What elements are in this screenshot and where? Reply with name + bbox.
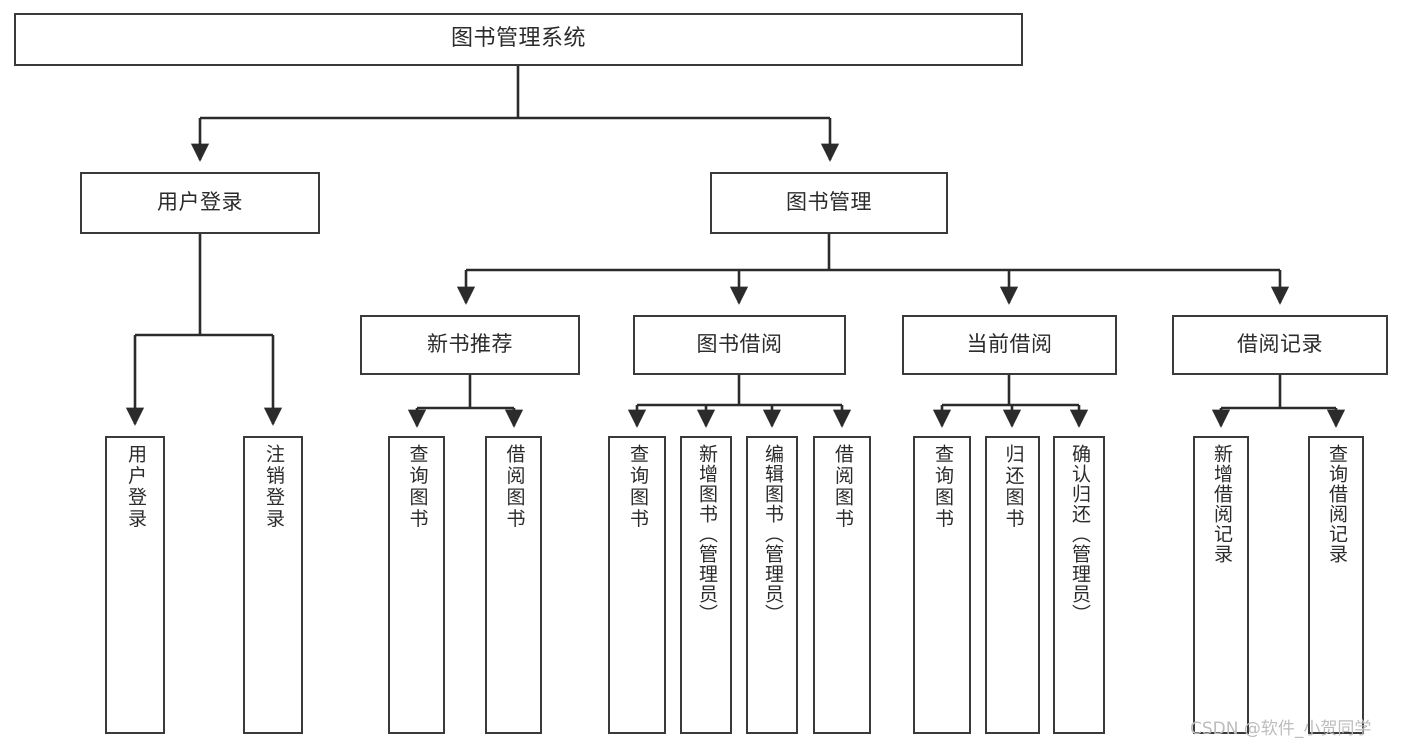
node-leaf-edit-book-admin[interactable]: 编辑图书（管理员） [746,436,798,734]
node-leaf-borrow-borrow-book[interactable]: 借阅图书 [813,436,871,734]
node-label: 归还图书 [1002,444,1025,530]
node-label: 借阅图书 [503,444,526,530]
node-label: 用户登录 [157,190,243,215]
node-label: 借阅图书 [831,444,854,530]
node-leaf-confirm-return-admin[interactable]: 确认归还（管理员） [1053,436,1105,734]
node-label: 查询借阅记录 [1325,444,1348,564]
node-label: 图书借阅 [696,332,783,357]
node-label: 注销登录 [262,444,285,530]
node-label: 当前借阅 [966,332,1053,357]
node-current-borrow[interactable]: 当前借阅 [902,315,1117,375]
node-root-system[interactable]: 图书管理系统 [14,13,1023,66]
node-label: 图书管理系统 [450,26,586,52]
node-label: 编辑图书（管理员） [761,444,784,624]
node-borrow-record[interactable]: 借阅记录 [1172,315,1388,375]
node-leaf-add-borrow-record[interactable]: 新增借阅记录 [1193,436,1249,734]
node-label: 查询图书 [406,444,429,530]
node-leaf-current-query-book[interactable]: 查询图书 [913,436,971,734]
node-leaf-return-book[interactable]: 归还图书 [985,436,1040,734]
node-leaf-recommend-borrow-book[interactable]: 借阅图书 [485,436,542,734]
node-leaf-query-borrow-record[interactable]: 查询借阅记录 [1308,436,1364,734]
node-label: 图书管理 [786,190,872,215]
node-leaf-user-login[interactable]: 用户登录 [105,436,165,734]
node-label: 查询图书 [626,444,649,530]
node-label: 新增借阅记录 [1210,444,1233,564]
node-user-login[interactable]: 用户登录 [80,172,320,234]
node-label: 新书推荐 [427,332,513,357]
node-label: 用户登录 [124,444,147,530]
node-label: 新增图书（管理员） [695,444,718,624]
node-new-book-recommend[interactable]: 新书推荐 [360,315,580,375]
csdn-watermark: CSDN @软件_小贺同学 [1190,719,1372,739]
node-label: 确认归还（管理员） [1068,444,1091,624]
node-leaf-recommend-query-book[interactable]: 查询图书 [388,436,445,734]
node-label: 借阅记录 [1237,332,1323,357]
node-leaf-borrow-query-book[interactable]: 查询图书 [608,436,666,734]
node-leaf-add-book-admin[interactable]: 新增图书（管理员） [680,436,732,734]
node-book-management[interactable]: 图书管理 [710,172,948,234]
node-label: 查询图书 [931,444,954,530]
node-leaf-logout[interactable]: 注销登录 [243,436,303,734]
node-book-borrow[interactable]: 图书借阅 [633,315,846,375]
